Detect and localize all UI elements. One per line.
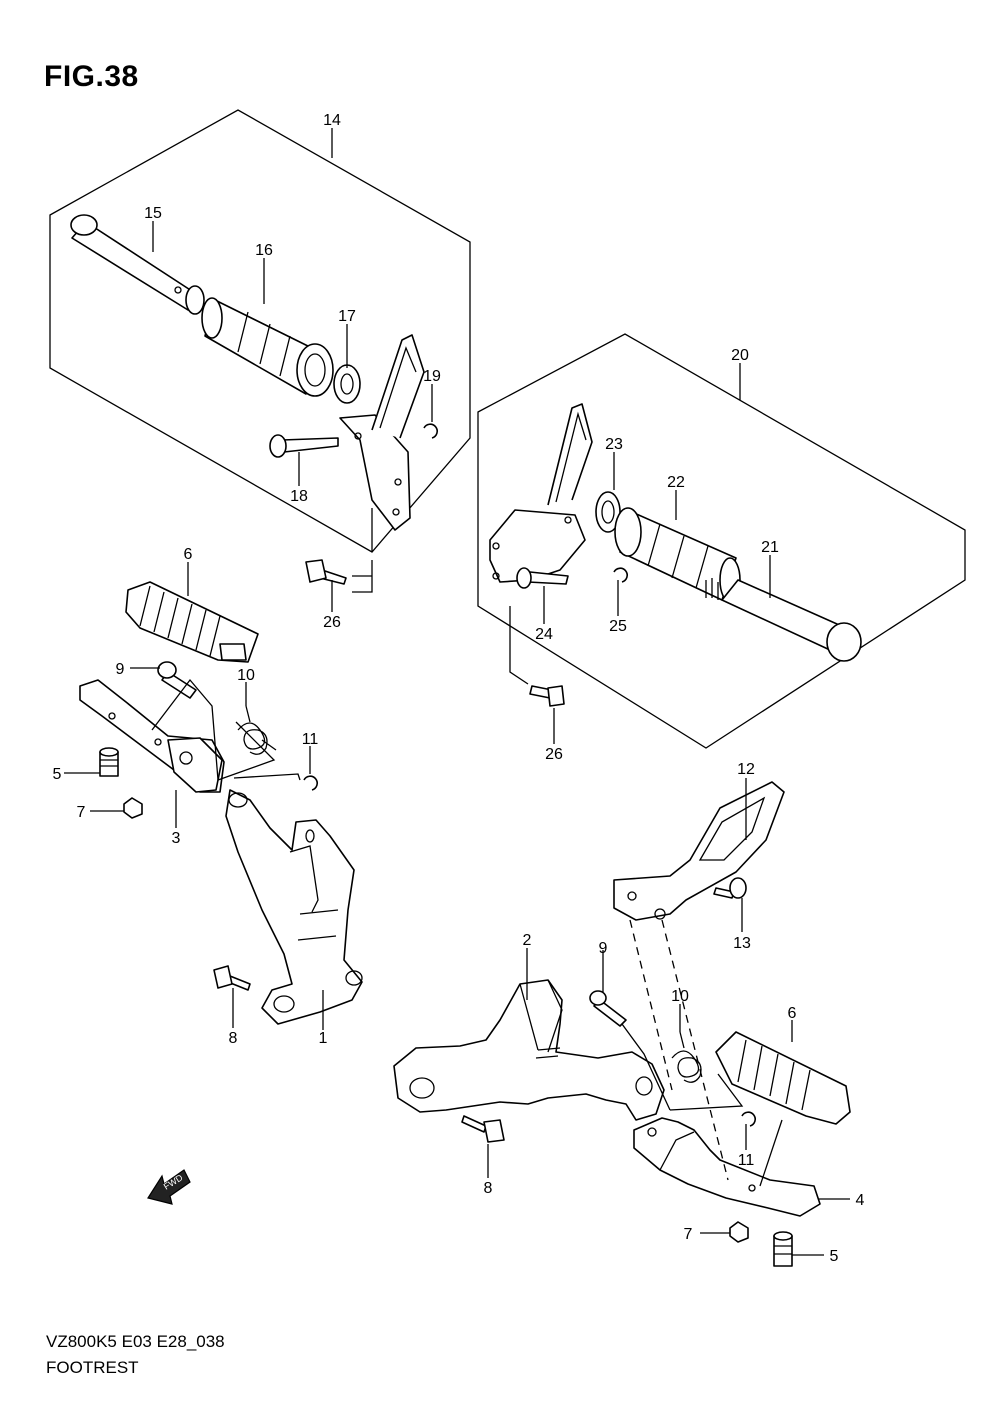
callout-12: 12 [737, 761, 755, 778]
callout-17: 17 [338, 308, 356, 325]
callout-6-left: 6 [184, 546, 193, 563]
part-4-footrest-arm-right [633, 1117, 821, 1217]
part-19-snap-ring [423, 423, 438, 439]
part-8-bolt-left [213, 965, 251, 991]
callout-7-left: 7 [77, 804, 86, 821]
figure-title: FIG.38 [44, 60, 139, 93]
part-16-footrest-rubber [201, 297, 334, 397]
assembly-group-20 [477, 333, 966, 749]
part-15-footrest-shaft [70, 214, 205, 315]
part-11-snap-ring-left [303, 775, 318, 791]
callout-labels: 14 15 16 17 19 18 20 23 22 21 24 25 26 2… [53, 112, 865, 1265]
callout-3: 3 [172, 830, 181, 847]
forward-arrow-icon: FWD [147, 1169, 191, 1205]
callout-10-right: 10 [671, 988, 689, 1005]
part-6-footrest-rubber-right [715, 1031, 851, 1125]
part-2-footrest-bracket-right [393, 979, 665, 1121]
part-22-footrest-rubber [614, 507, 741, 603]
leader-lines [64, 128, 850, 1256]
part-8-bolt-right [461, 1115, 505, 1143]
callout-19: 19 [423, 368, 441, 385]
callout-25: 25 [609, 618, 627, 635]
part-10-spring-right [671, 1031, 702, 1083]
callout-8-left: 8 [229, 1030, 238, 1047]
callout-13: 13 [733, 935, 751, 952]
callout-22: 22 [667, 474, 685, 491]
part-17-washer [333, 364, 361, 404]
callout-16: 16 [255, 242, 273, 259]
part-21-footrest-shaft [705, 578, 862, 662]
callout-10-left: 10 [237, 667, 255, 684]
callout-9-left: 9 [116, 661, 125, 678]
footrest-bracket-upper-right [489, 403, 593, 583]
figure-caption: FOOTREST [46, 1358, 139, 1377]
callout-11-left: 11 [302, 731, 319, 748]
part-6-footrest-rubber-left [125, 581, 259, 663]
callout-20: 20 [731, 347, 749, 364]
callout-2: 2 [523, 932, 532, 949]
part-12-heel-guard [613, 781, 785, 921]
part-11-snap-ring-right [741, 1111, 756, 1127]
model-code: VZ800K5 E03 E28_038 [46, 1332, 225, 1351]
part-5-stopper-bolt-left [99, 747, 119, 777]
callout-21: 21 [761, 539, 779, 556]
callout-6-right: 6 [788, 1005, 797, 1022]
part-13-bolt [713, 877, 747, 899]
part-24-clevis-pin [516, 567, 569, 589]
callout-5-right: 5 [830, 1248, 839, 1265]
part-7-nut-left [123, 797, 143, 819]
callout-14: 14 [323, 112, 341, 129]
callout-23: 23 [605, 436, 623, 453]
part-7-nut-right [729, 1221, 749, 1243]
part-25-snap-ring [613, 567, 628, 583]
callout-5-left: 5 [53, 766, 62, 783]
assembly-group-14 [49, 109, 471, 553]
callout-1: 1 [319, 1030, 328, 1047]
callout-4: 4 [856, 1192, 865, 1209]
part-10-spring-left [237, 705, 277, 755]
callout-9-right: 9 [599, 940, 608, 957]
tie-lines-left [151, 678, 301, 781]
callout-26-left: 26 [323, 614, 341, 631]
part-1-footrest-bracket-left [225, 789, 363, 1025]
part-26-bolt-right [509, 648, 565, 707]
part-9-pin-left [157, 661, 197, 699]
callout-26-right: 26 [545, 746, 563, 763]
part-26-bolt-left [305, 559, 373, 593]
part-9-pin-right [589, 990, 627, 1027]
callout-7-right: 7 [684, 1226, 693, 1243]
tie-lines-right [621, 919, 783, 1187]
part-18-clevis-pin [269, 434, 339, 458]
callout-8-right: 8 [484, 1180, 493, 1197]
part-5-stopper-bolt-right [773, 1231, 793, 1267]
callout-11-right: 11 [738, 1152, 755, 1169]
footrest-bracket-upper [339, 334, 425, 531]
part-3-footrest-arm-left [79, 679, 225, 793]
callout-18: 18 [290, 488, 308, 505]
callout-24: 24 [535, 626, 553, 643]
callout-15: 15 [144, 205, 162, 222]
